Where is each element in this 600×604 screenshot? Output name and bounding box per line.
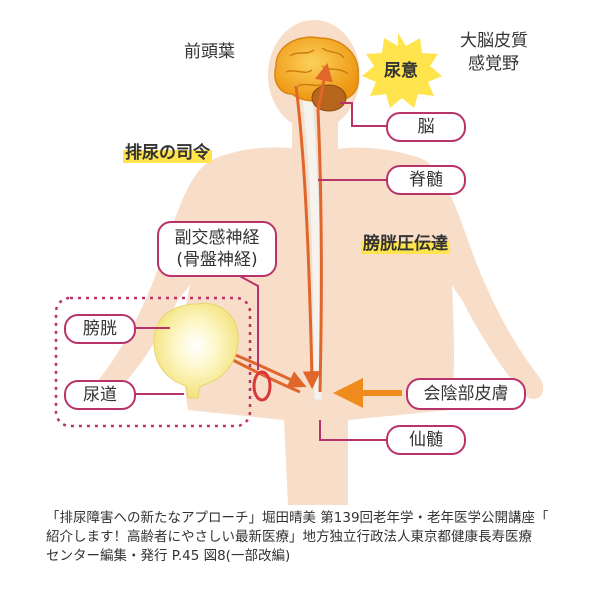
urethra-box: 尿道 xyxy=(64,380,136,410)
cortex-label-line1: 大脳皮質 xyxy=(460,31,528,51)
bladder-illustration xyxy=(153,302,239,399)
cortex-label-line2: 感覚野 xyxy=(468,54,519,74)
parasympathetic-box: 副交感神経 (骨盤神経) xyxy=(157,221,277,277)
pelvic-nerve-ring xyxy=(252,370,272,402)
urge-label: 尿意 xyxy=(384,61,418,81)
bladder-region-outline xyxy=(54,296,252,428)
spinal-cord-channel xyxy=(299,85,323,401)
spinal-cord-box: 脊髄 xyxy=(386,165,466,195)
caption-line3: センター編集・発行 P.45 図8(一部改編) xyxy=(46,548,291,564)
perineal-skin-box: 会陰部皮膚 xyxy=(406,378,526,410)
urination-command-label: 排尿の司令 xyxy=(123,138,212,163)
bladder-pressure-label: 膀胱圧伝達 xyxy=(361,229,450,254)
urge-starburst xyxy=(362,33,442,108)
bladder-box: 膀胱 xyxy=(64,314,136,344)
bladder-pressure-text: 膀胱圧伝達 xyxy=(361,234,450,254)
caption-line2: 紹介します！高齢者にやさしい最新医療」地方独立行政法人東京都健康長寿医療 xyxy=(46,529,532,545)
parasympathetic-line2: (骨盤神経) xyxy=(176,250,258,270)
urination-command-text: 排尿の司令 xyxy=(123,143,212,163)
source-caption: 「排尿障害への新たなアプローチ」堀田晴美 第139回老年学・老年医学公開講座「 … xyxy=(46,509,566,566)
sacral-cord-box: 仙髄 xyxy=(386,425,466,455)
ascending-nerve xyxy=(315,62,333,393)
caption-line1: 「排尿障害への新たなアプローチ」堀田晴美 第139回老年学・老年医学公開講座「 xyxy=(46,510,549,526)
command-nerve xyxy=(294,85,321,390)
frontal-lobe-label: 前頭葉 xyxy=(184,42,235,62)
parasympathetic-line1: 副交感神経 xyxy=(174,228,260,248)
brain-box: 脳 xyxy=(386,112,466,142)
